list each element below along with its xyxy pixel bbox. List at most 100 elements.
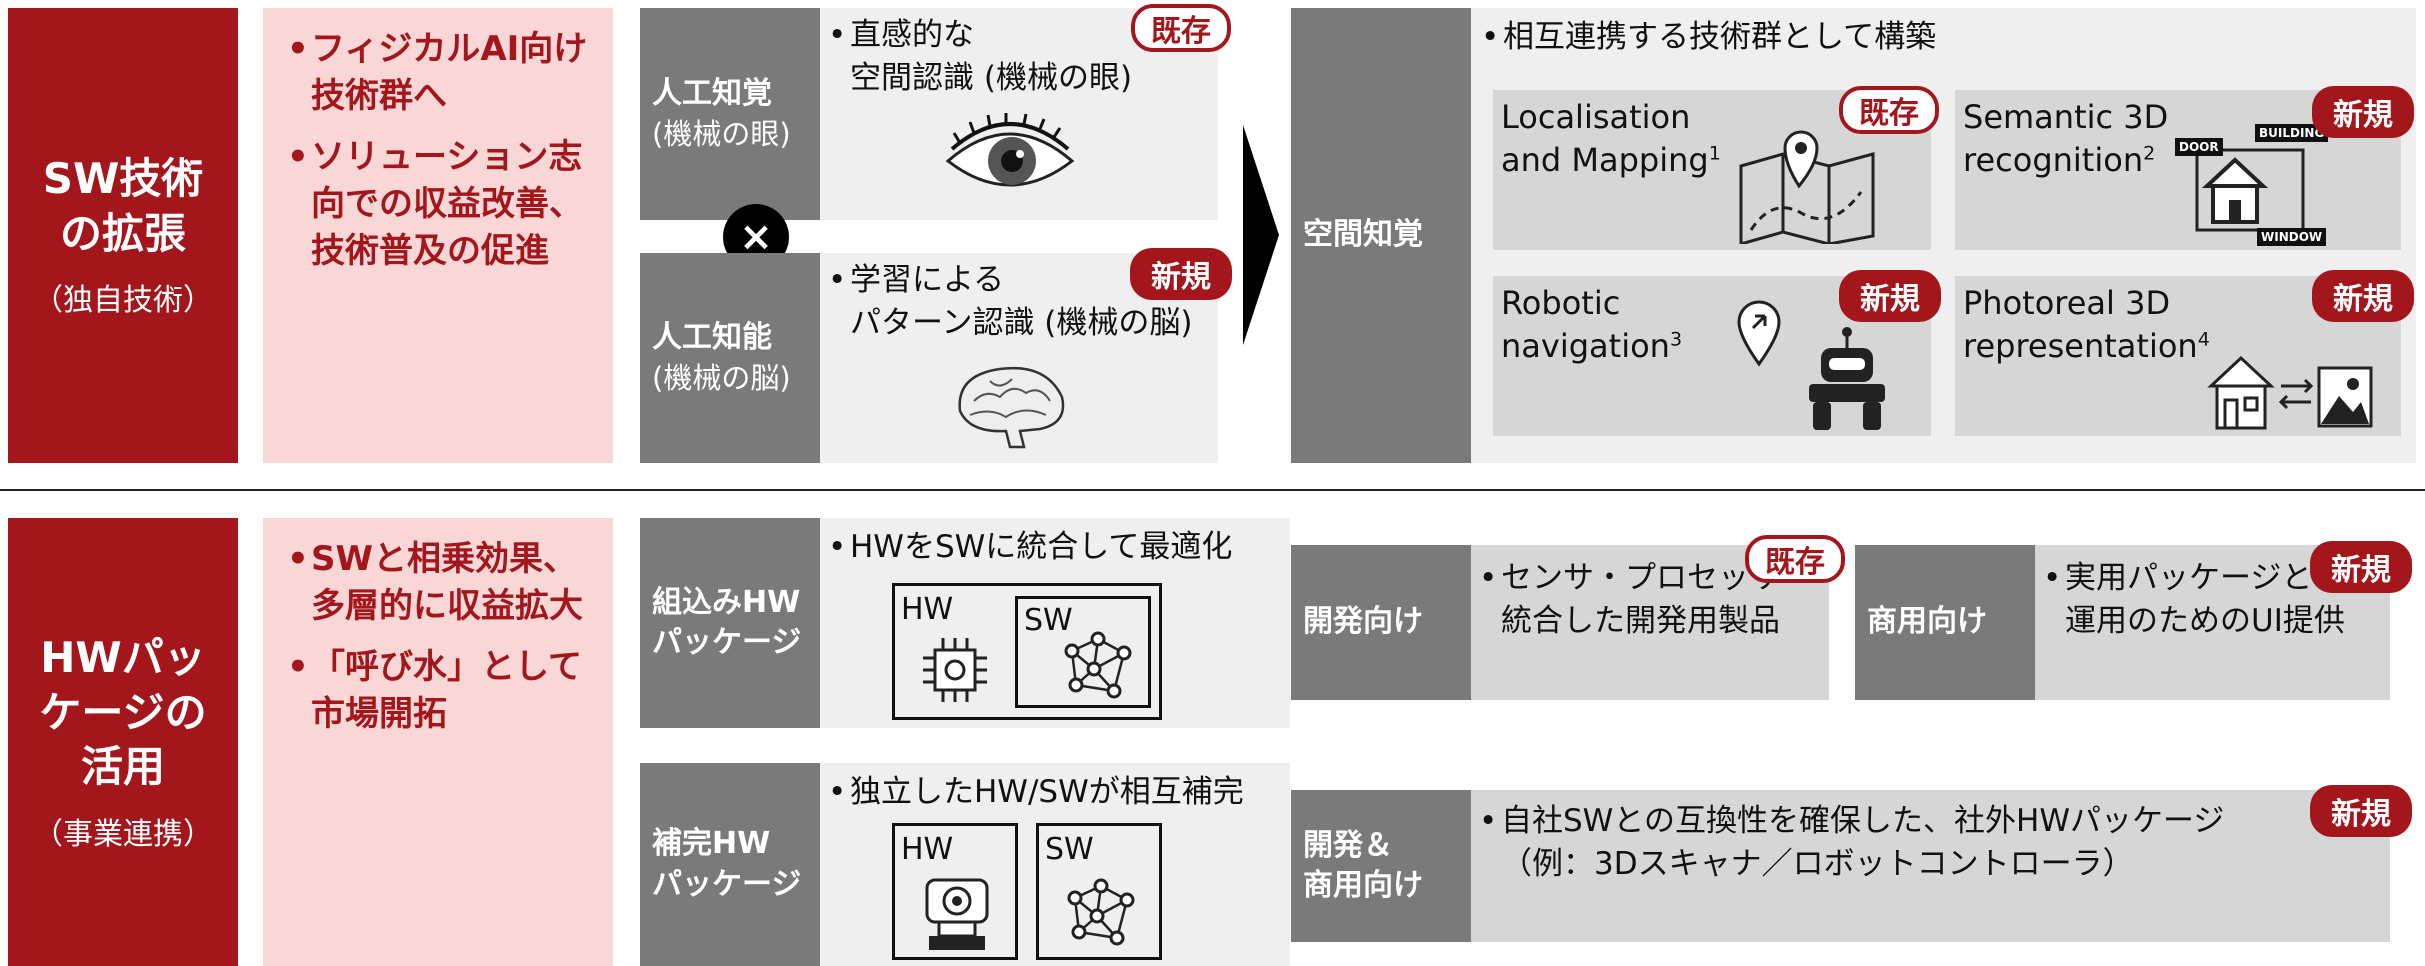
tech-badge-navigation: 新規 (1839, 270, 1941, 322)
top-points-block: フィジカルAI向け技術群へ ソリューション志向での収益改善、技術普及の促進 (263, 8, 613, 463)
tech-title: Localisation and Mapping1 (1501, 96, 1721, 182)
perception-bullet-line2: 空間認識 (機械の眼) (850, 59, 1133, 96)
devcom-line1: 自社SWとの互換性を確保した、社外HWパッケージ (1501, 803, 2225, 839)
commercial-label: 商用向け (1867, 604, 1987, 640)
embedded-hw-label: HW (901, 592, 954, 627)
eye-icon (945, 113, 1075, 187)
commercial-badge: 新規 (2310, 541, 2412, 593)
robot-navigation-icon (1737, 300, 1885, 430)
commercial-panel: 実用パッケージと 運用のためのUI提供 (2035, 545, 2390, 700)
tag-building: BUILDING (2255, 124, 2329, 142)
tech-line2: recognition (1963, 141, 2144, 180)
intelligence-badge: 新規 (1130, 248, 1232, 300)
tech-line1: Robotic (1501, 284, 1621, 322)
top-category-block: SW技術の拡張 （独自技術） (8, 8, 238, 463)
perception-bullet: 直感的な 空間認識 (機械の眼) (828, 14, 1132, 100)
spatial-header: 空間知覚 (1291, 8, 1471, 463)
top-category-sub: （独自技術） (33, 283, 213, 319)
embedded-title-line2: パッケージ (652, 625, 802, 660)
dev-badge: 既存 (1745, 535, 1845, 583)
tech-line1: Semantic 3D (1963, 98, 2169, 136)
section-divider (0, 489, 2425, 491)
commercial-line1: 実用パッケージと (2065, 560, 2313, 596)
bottom-point-1: SWと相乗効果、多層的に収益拡大 (287, 536, 589, 630)
bottom-category-sub: （事業連携） (33, 816, 213, 852)
dev-line1: センサ・プロセッサ (1501, 560, 1780, 596)
tech-title: Semantic 3D recognition2 (1963, 96, 2168, 182)
devcom-panel: 自社SWとの互換性を確保した、社外HWパッケージ （例：3Dスキャナ／ロボットコ… (1471, 790, 2390, 942)
tech-line2: navigation (1501, 327, 1670, 366)
network-icon (1067, 878, 1135, 946)
complement-header: 補完HW パッケージ (640, 763, 820, 966)
complement-sw-label: SW (1045, 832, 1094, 867)
tech-line2: representation (1963, 327, 2198, 366)
devcom-bullet: 自社SWとの互換性を確保した、社外HWパッケージ （例：3Dスキャナ／ロボットコ… (1479, 800, 2224, 886)
intelligence-bullet-line1: 学習による (850, 262, 1005, 298)
intelligence-bullet: 学習による パターン認識 (機械の脳) (828, 259, 1193, 345)
embedded-header: 組込みHW パッケージ (640, 518, 820, 728)
devcom-line2: （例：3Dスキャナ／ロボットコントローラ） (1501, 845, 2134, 882)
dev-line2: 統合した開発用製品 (1501, 602, 1780, 639)
spatial-label: 空間知覚 (1303, 217, 1423, 253)
perception-title: 人工知覚 (652, 76, 772, 112)
embedded-panel: HWをSWに統合して最適化 HW SW (820, 518, 1290, 728)
intelligence-panel: 学習による パターン認識 (機械の脳) (820, 253, 1218, 463)
network-icon (1064, 631, 1132, 699)
intelligence-header: 人工知能 (機械の脳) (640, 253, 820, 463)
complement-hw-frame: HW (892, 823, 1018, 960)
tech-badge-semantic: 新規 (2312, 86, 2414, 138)
bottom-category-title: HWパッケージの活用 (39, 633, 207, 792)
tech-title: Photoreal 3D representation4 (1963, 282, 2210, 368)
commercial-line2: 運用のためのUI提供 (2065, 602, 2345, 639)
perception-sub: (機械の眼) (652, 116, 791, 151)
spatial-bullet: 相互連携する技術群として構築 (1481, 16, 1936, 59)
perception-header: 人工知覚 (機械の眼) (640, 8, 820, 220)
top-category-title: SW技術の拡張 (42, 153, 204, 258)
top-point-1: フィジカルAI向け技術群へ (287, 26, 589, 120)
tech-badge-localisation: 既存 (1839, 86, 1939, 134)
dev-label: 開発向け (1303, 604, 1423, 640)
house-recognition-icon (2195, 148, 2305, 232)
tag-door: DOOR (2175, 138, 2223, 156)
tech-line1: Localisation (1501, 98, 1691, 136)
top-point-2: ソリューション志向での収益改善、技術普及の促進 (287, 134, 589, 275)
devcom-header: 開発＆ 商用向け (1291, 790, 1471, 942)
tech-title: Robotic navigation3 (1501, 282, 1682, 368)
map-pin-icon (1739, 130, 1875, 244)
bottom-points-block: SWと相乗効果、多層的に収益拡大 「呼び水」として市場開拓 (263, 518, 613, 966)
complement-title-line2: パッケージ (652, 866, 802, 902)
commercial-header: 商用向け (1855, 545, 2035, 700)
dev-header: 開発向け (1291, 545, 1471, 700)
devcom-label-line1: 開発＆ (1303, 827, 1393, 863)
bottom-category-block: HWパッケージの活用 （事業連携） (8, 518, 238, 966)
tech-footnote: 3 (1669, 328, 1683, 351)
arrow-right-icon (1243, 125, 1279, 345)
tech-badge-photoreal: 新規 (2312, 270, 2414, 322)
tech-line2: and Mapping (1501, 141, 1709, 180)
brain-icon (958, 366, 1065, 449)
complement-bullet: 独立したHW/SWが相互補完 (828, 771, 1244, 814)
embedded-title-line1: 組込みHW (652, 584, 801, 620)
tech-footnote: 2 (2143, 142, 2156, 165)
house-image-icon (2207, 355, 2373, 430)
perception-bullet-line1: 直感的な (850, 17, 974, 53)
complement-hw-label: HW (901, 832, 954, 867)
cross-symbol: × (739, 214, 773, 260)
embedded-sw-frame: SW (1015, 596, 1151, 708)
tech-footnote: 1 (1708, 142, 1721, 165)
intelligence-bullet-line2: パターン認識 (機械の脳) (850, 304, 1193, 341)
perception-badge: 既存 (1131, 4, 1231, 52)
devcom-badge: 新規 (2310, 785, 2412, 837)
spatial-panel: 相互連携する技術群として構築 Localisation and Mapping1… (1471, 8, 2416, 463)
tag-window: WINDOW (2257, 228, 2327, 246)
dev-panel: センサ・プロセッサ 統合した開発用製品 (1471, 545, 1829, 700)
scanner-icon (925, 878, 989, 950)
complement-panel: 独立したHW/SWが相互補完 HW SW (820, 763, 1290, 966)
complement-title-line1: 補完HW (652, 826, 771, 861)
embedded-sw-label: SW (1024, 603, 1073, 638)
embedded-package-frame: HW SW (892, 583, 1162, 720)
commercial-bullet: 実用パッケージと 運用のためのUI提供 (2043, 557, 2345, 643)
tech-line1: Photoreal 3D (1963, 284, 2171, 322)
complement-sw-frame: SW (1036, 823, 1162, 960)
chip-icon (923, 638, 987, 702)
